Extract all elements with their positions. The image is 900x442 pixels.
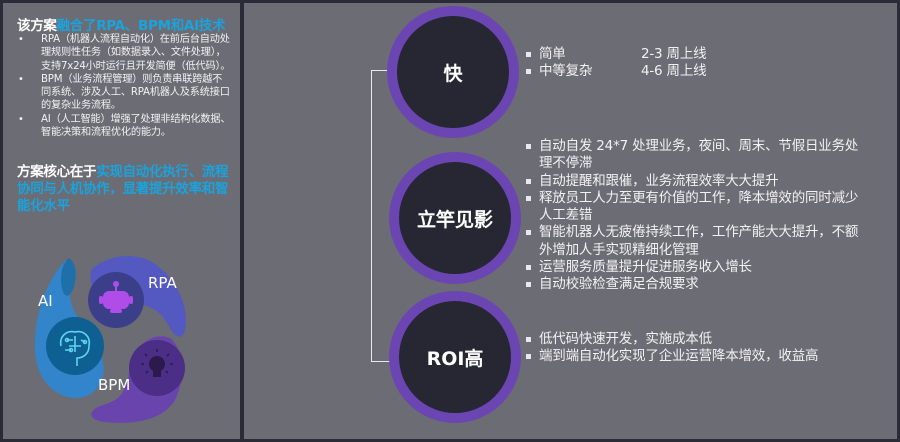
core-statement: 方案核心在于实现自动化执行、流程协同与人机协作，显著提升效率和智能化水平 — [17, 164, 232, 215]
brain-icon — [59, 330, 91, 366]
immediate-item: 运营服务质量提升促进服务收入增长 — [525, 259, 865, 276]
immediate-item: 智能机器人无疲倦持续工作，工作产能大大提升，不额外增加人手实现精细化管理 — [525, 224, 865, 259]
intro-title: 该方案融合了RPA、BPM和AI技术 — [17, 14, 226, 34]
lightbulb-icon — [141, 349, 173, 377]
intro-title-highlight: 融合了RPA、BPM和AI技术 — [56, 18, 226, 34]
intro-point-rpa: RPA（机器人流程自动化）在前后台自动处理规则性任务（如数据录入、文件处理），支… — [17, 33, 232, 73]
intro-title-prefix: 该方案 — [17, 18, 57, 34]
intro-point-list: RPA（机器人流程自动化）在前后台自动处理规则性任务（如数据录入、文件处理），支… — [17, 33, 232, 139]
fast-item-value: 2-3 周上线 — [641, 46, 707, 62]
intro-point-ai: AI（人工智能）增强了处理非结构化数据、智能决策和流程优化的能力。 — [17, 113, 232, 140]
intro-point-bpm: BPM（业务流程管理）则负责串联跨越不同系统、涉及人工、RPA机器人及系统接口的… — [17, 73, 232, 113]
right-panel — [244, 3, 897, 439]
immediate-item: 自动校验检查满足合规要求 — [525, 276, 865, 293]
fast-item-label: 简单 — [539, 46, 566, 62]
roi-item: 端到端自动化实现了企业运营降本增效，收益高 — [525, 348, 865, 365]
section-title-roi: ROI高 — [426, 347, 484, 370]
ai-swirl-tail — [61, 258, 76, 296]
roi-item: 低代码快速开发，实施成本低 — [525, 331, 865, 348]
robot-icon — [99, 281, 133, 313]
fast-bullet-list: 简单 2-3 周上线 中等复杂 4-6 周上线 — [525, 46, 707, 81]
immediate-item: 自动自发 24*7 处理业务，夜间、周末、节假日业务处理不停滞 — [525, 138, 865, 173]
section-title-immediate: 立竿见影 — [416, 208, 493, 231]
fast-item-value: 4-6 周上线 — [641, 63, 707, 80]
core-highlight: 实现自动化执行、流程协同与人机协作，显著提升效率和智能化水平 — [17, 164, 229, 214]
section-title-fast: 快 — [443, 62, 463, 85]
ai-label: AI — [38, 292, 53, 310]
roi-bullet-list: 低代码快速开发，实施成本低 端到端自动化实现了企业运营降本增效，收益高 — [525, 331, 865, 366]
fast-item: 简单 2-3 周上线 — [525, 46, 707, 63]
fast-item-label: 中等复杂 — [539, 63, 593, 80]
core-prefix: 方案核心在于 — [17, 164, 97, 180]
fast-item: 中等复杂 4-6 周上线 — [525, 63, 707, 80]
immediate-item: 自动提醒和跟催，业务流程效率大大提升 — [525, 173, 865, 190]
immediate-item: 释放员工人力至更有价值的工作，降本增效的同时减少人工差错 — [525, 190, 865, 225]
section-circle-roi: ROI高 — [389, 291, 521, 423]
section-circle-fast: 快 — [387, 6, 519, 138]
rpa-bpm-ai-graphic: AI RPA BPM — [34, 256, 186, 423]
rpa-label: RPA — [148, 274, 178, 292]
immediate-bullet-list: 自动自发 24*7 处理业务，夜间、周末、节假日业务处理不停滞 自动提醒和跟催，… — [525, 138, 865, 294]
connector-bracket — [371, 70, 401, 362]
bpm-label: BPM — [98, 376, 130, 394]
section-circle-immediate: 立竿见影 — [389, 152, 521, 284]
